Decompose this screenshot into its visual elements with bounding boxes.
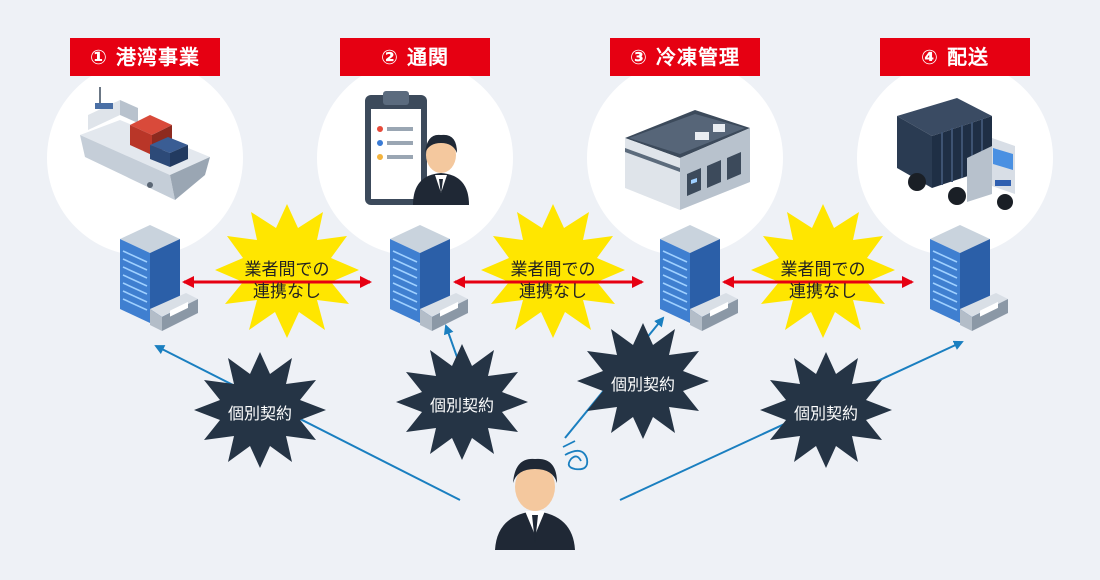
businessman-icon xyxy=(495,440,589,550)
no-link-burst-2 xyxy=(481,204,625,338)
stage-3-label: ③ 冷凍管理 xyxy=(610,38,760,76)
office-building-3 xyxy=(659,224,739,332)
contract-burst-1 xyxy=(194,352,326,468)
no-link-text-2: 業者間での連携なし xyxy=(510,260,596,302)
no-link-text-3: 業者間での連携なし xyxy=(780,260,866,302)
no-link-text-1: 業者間での連携なし xyxy=(244,260,330,302)
cargo-ship-icon xyxy=(80,87,210,200)
contract-text-4: 個別契約 xyxy=(793,404,858,423)
worry-scribble-icon xyxy=(562,440,589,471)
no-link-burst-1 xyxy=(215,204,359,338)
stage-2-label: ② 通関 xyxy=(340,38,490,76)
truck-icon xyxy=(897,98,1015,210)
stage-4-label: ④ 配送 xyxy=(880,38,1030,76)
no-link-burst-3 xyxy=(751,204,895,338)
office-building-2 xyxy=(389,224,469,332)
contract-burst-3 xyxy=(577,323,709,439)
contract-text-2: 個別契約 xyxy=(429,396,494,415)
office-building-1 xyxy=(119,224,199,332)
contract-burst-4 xyxy=(760,352,892,468)
clipboard-officer-icon xyxy=(365,91,469,205)
stage-1-label: ① 港湾事業 xyxy=(70,38,220,76)
contract-text-3: 個別契約 xyxy=(610,375,675,394)
contract-burst-2 xyxy=(396,344,528,460)
warehouse-icon xyxy=(625,110,750,210)
contract-text-1: 個別契約 xyxy=(227,404,292,423)
office-building-4 xyxy=(929,224,1009,332)
